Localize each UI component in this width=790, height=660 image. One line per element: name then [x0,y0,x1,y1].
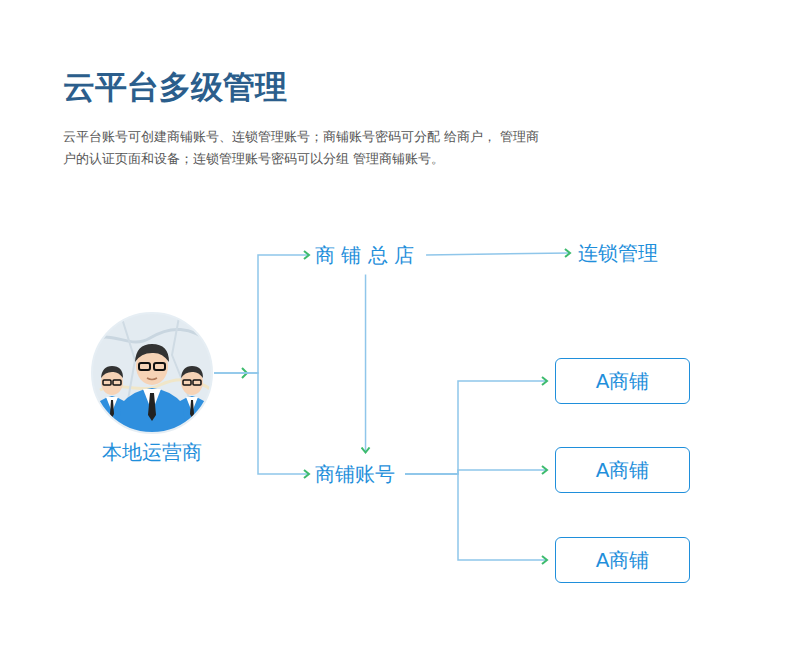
connector [214,373,309,474]
title: 云平台多级管理 [63,66,287,110]
chain-label: 连锁管理 [578,240,658,267]
connector [426,253,570,255]
account-label: 商铺账号 [315,461,395,488]
node-text: 商铺账号 [315,461,395,488]
operator-node: 本地运营商 [92,313,212,466]
node-text: A商铺 [596,457,650,484]
node-text: 本地运营商 [102,439,202,466]
node-text: A商铺 [596,547,650,574]
caption: 云平台账号可创建商铺账号、连锁管理账号；商铺账号密码可分配 给商户， 管理商户的… [63,126,541,170]
connector [214,255,309,373]
node-text: A商铺 [596,368,650,395]
shop-box: A商铺 [555,537,690,583]
avatar-ring [92,313,212,433]
node-text: 商 铺 总 店 [315,242,414,269]
hq-label: 商 铺 总 店 [315,242,414,269]
node-text: 连锁管理 [578,240,658,267]
shop-box: A商铺 [555,447,690,493]
shop-box: A商铺 [555,358,690,404]
connector [365,275,367,453]
connector [405,381,547,474]
connector [405,474,547,560]
avatar-picture [90,311,214,440]
